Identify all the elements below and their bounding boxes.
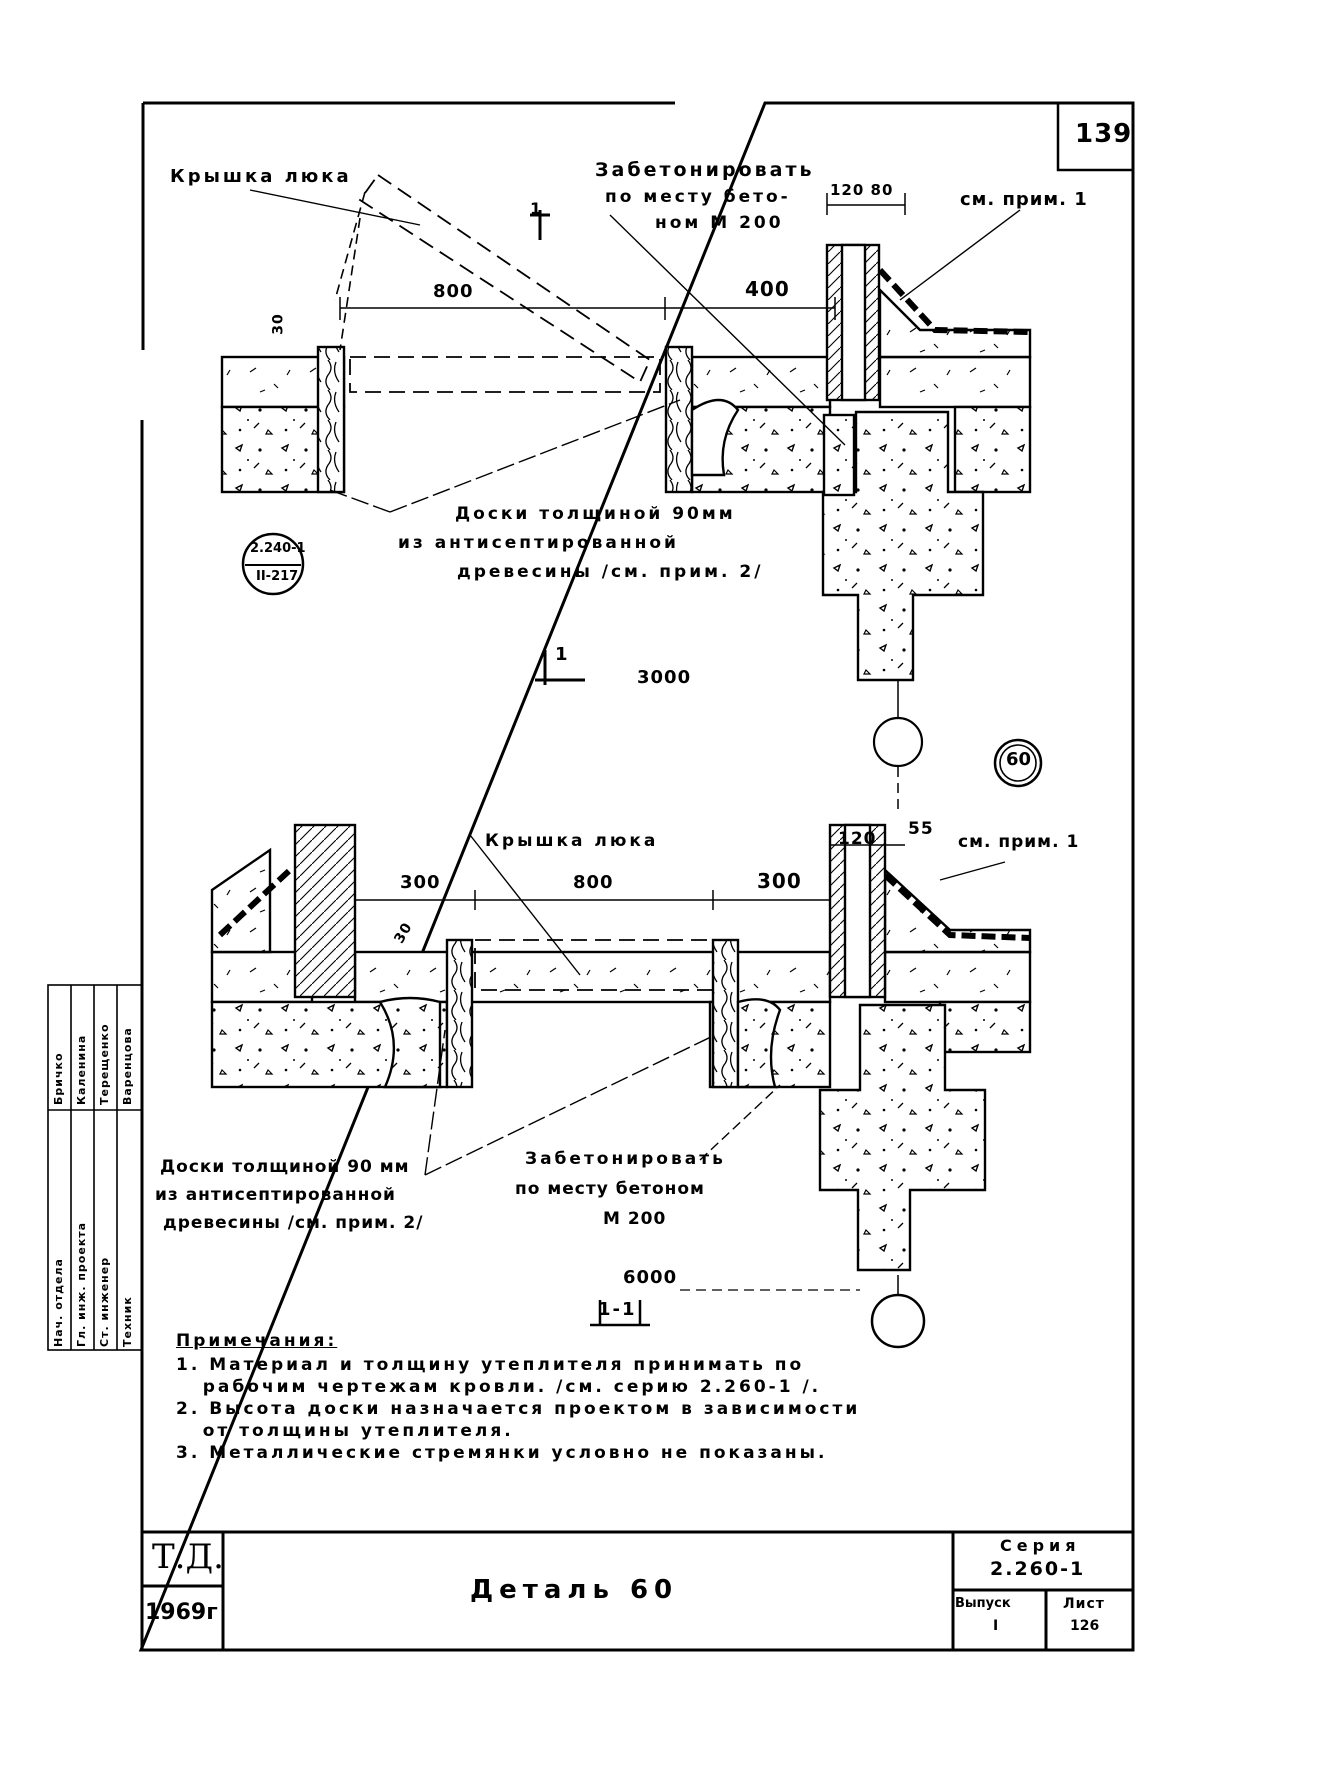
title-block-frame [141,1530,1133,1650]
stamp-name-1: Бричко [52,1052,65,1105]
bottom-dim-55: 55 [908,819,934,839]
top-ref-note: см. прим. 1 [960,189,1088,210]
stamp-role-1: Нач. отдела [52,1258,65,1347]
bottom-span: 6000 [623,1267,678,1288]
issue-label: Выпуск [955,1596,1011,1611]
issue-value: I [993,1618,999,1634]
ref-circle-line1: 2.240-1 [250,541,306,556]
bottom-section-drawing [210,823,1032,1349]
bottom-concrete-note-2: по месту бетоном [515,1179,705,1199]
top-concrete-note-3: ном М 200 [655,213,784,233]
note-line-1: 1. Материал и толщину утеплителя принима… [176,1355,805,1376]
top-dim-offset: 400 [745,277,790,301]
bottom-boards-note-2: из антисептированной [155,1185,396,1205]
top-cut-mark-lower: 1 [555,644,571,665]
section-label: 1-1 [598,1299,637,1320]
top-boards-note-1: Доски толщиной 90мм [455,504,736,524]
bottom-ref-note: см. прим. 1 [958,832,1080,852]
top-lid-label: Крышка люка [170,166,352,187]
sheet-frame [138,101,1135,1652]
note-line-3: 2. Высота доски назначается проектом в з… [176,1399,861,1420]
bottom-dim-right: 300 [757,869,802,893]
bottom-dim-center: 800 [573,872,614,893]
bottom-boards-note-1: Доски толщиной 90 мм [160,1157,410,1177]
series-label: Серия [1000,1536,1081,1555]
stamp-name-2: Каленина [75,1034,88,1105]
top-dim-hatch: 800 [433,281,474,302]
series-value: 2.260-1 [990,1558,1086,1580]
stamp-role-4: Техник [121,1296,134,1347]
top-dim-30: 30 [270,313,287,335]
sheet-number: 139 [1075,119,1133,149]
top-boards-note-3: древесины /см. прим. 2/ [457,562,764,582]
side-stamp-frame [47,984,143,1351]
bottom-concrete-note-3: М 200 [603,1209,667,1229]
bottom-dim-wall: 120 [838,829,877,849]
bottom-lid-label: Крышка люка [485,831,659,851]
ref-circle-line2: II-217 [256,569,299,584]
note-line-4: от толщины утеплителя. [176,1421,514,1442]
top-boards-note-2: из антисептированной [398,533,679,553]
stamp-name-3: Терещенко [98,1023,111,1105]
top-concrete-note-1: Забетонировать [595,159,815,181]
note-line-2: рабочим чертежам кровли. /см. серию 2.26… [176,1377,822,1398]
bottom-concrete-note-1: Забетонировать [525,1149,726,1169]
stamp-name-4: Варенцова [121,1027,134,1105]
notes-heading: Примечания: [176,1331,338,1351]
title-org: Т.Д. [152,1537,224,1577]
top-cut-mark: 1 [530,199,545,218]
title-text: Деталь 60 [470,1575,679,1605]
top-concrete-note-2: по месту бето- [605,187,791,207]
sheet-value: 126 [1070,1618,1100,1634]
detail-number: 60 [1006,749,1032,770]
sheet-label: Лист [1063,1596,1105,1612]
top-dim-wall: 120 80 [830,181,894,199]
note-line-5: 3. Металлические стремянки условно не по… [176,1443,828,1464]
bottom-boards-note-3: древесины /см. прим. 2/ [163,1213,424,1233]
stamp-role-3: Ст. инженер [98,1256,111,1347]
top-span: 3000 [637,667,692,688]
title-year: 1969г [145,1600,218,1625]
bottom-dim-left: 300 [400,872,441,893]
stamp-role-2: Гл. инж. проекта [75,1221,88,1347]
top-section-drawing [220,173,1043,815]
notes-block: Примечания: 1. Материал и толщину утепли… [176,1330,860,1465]
